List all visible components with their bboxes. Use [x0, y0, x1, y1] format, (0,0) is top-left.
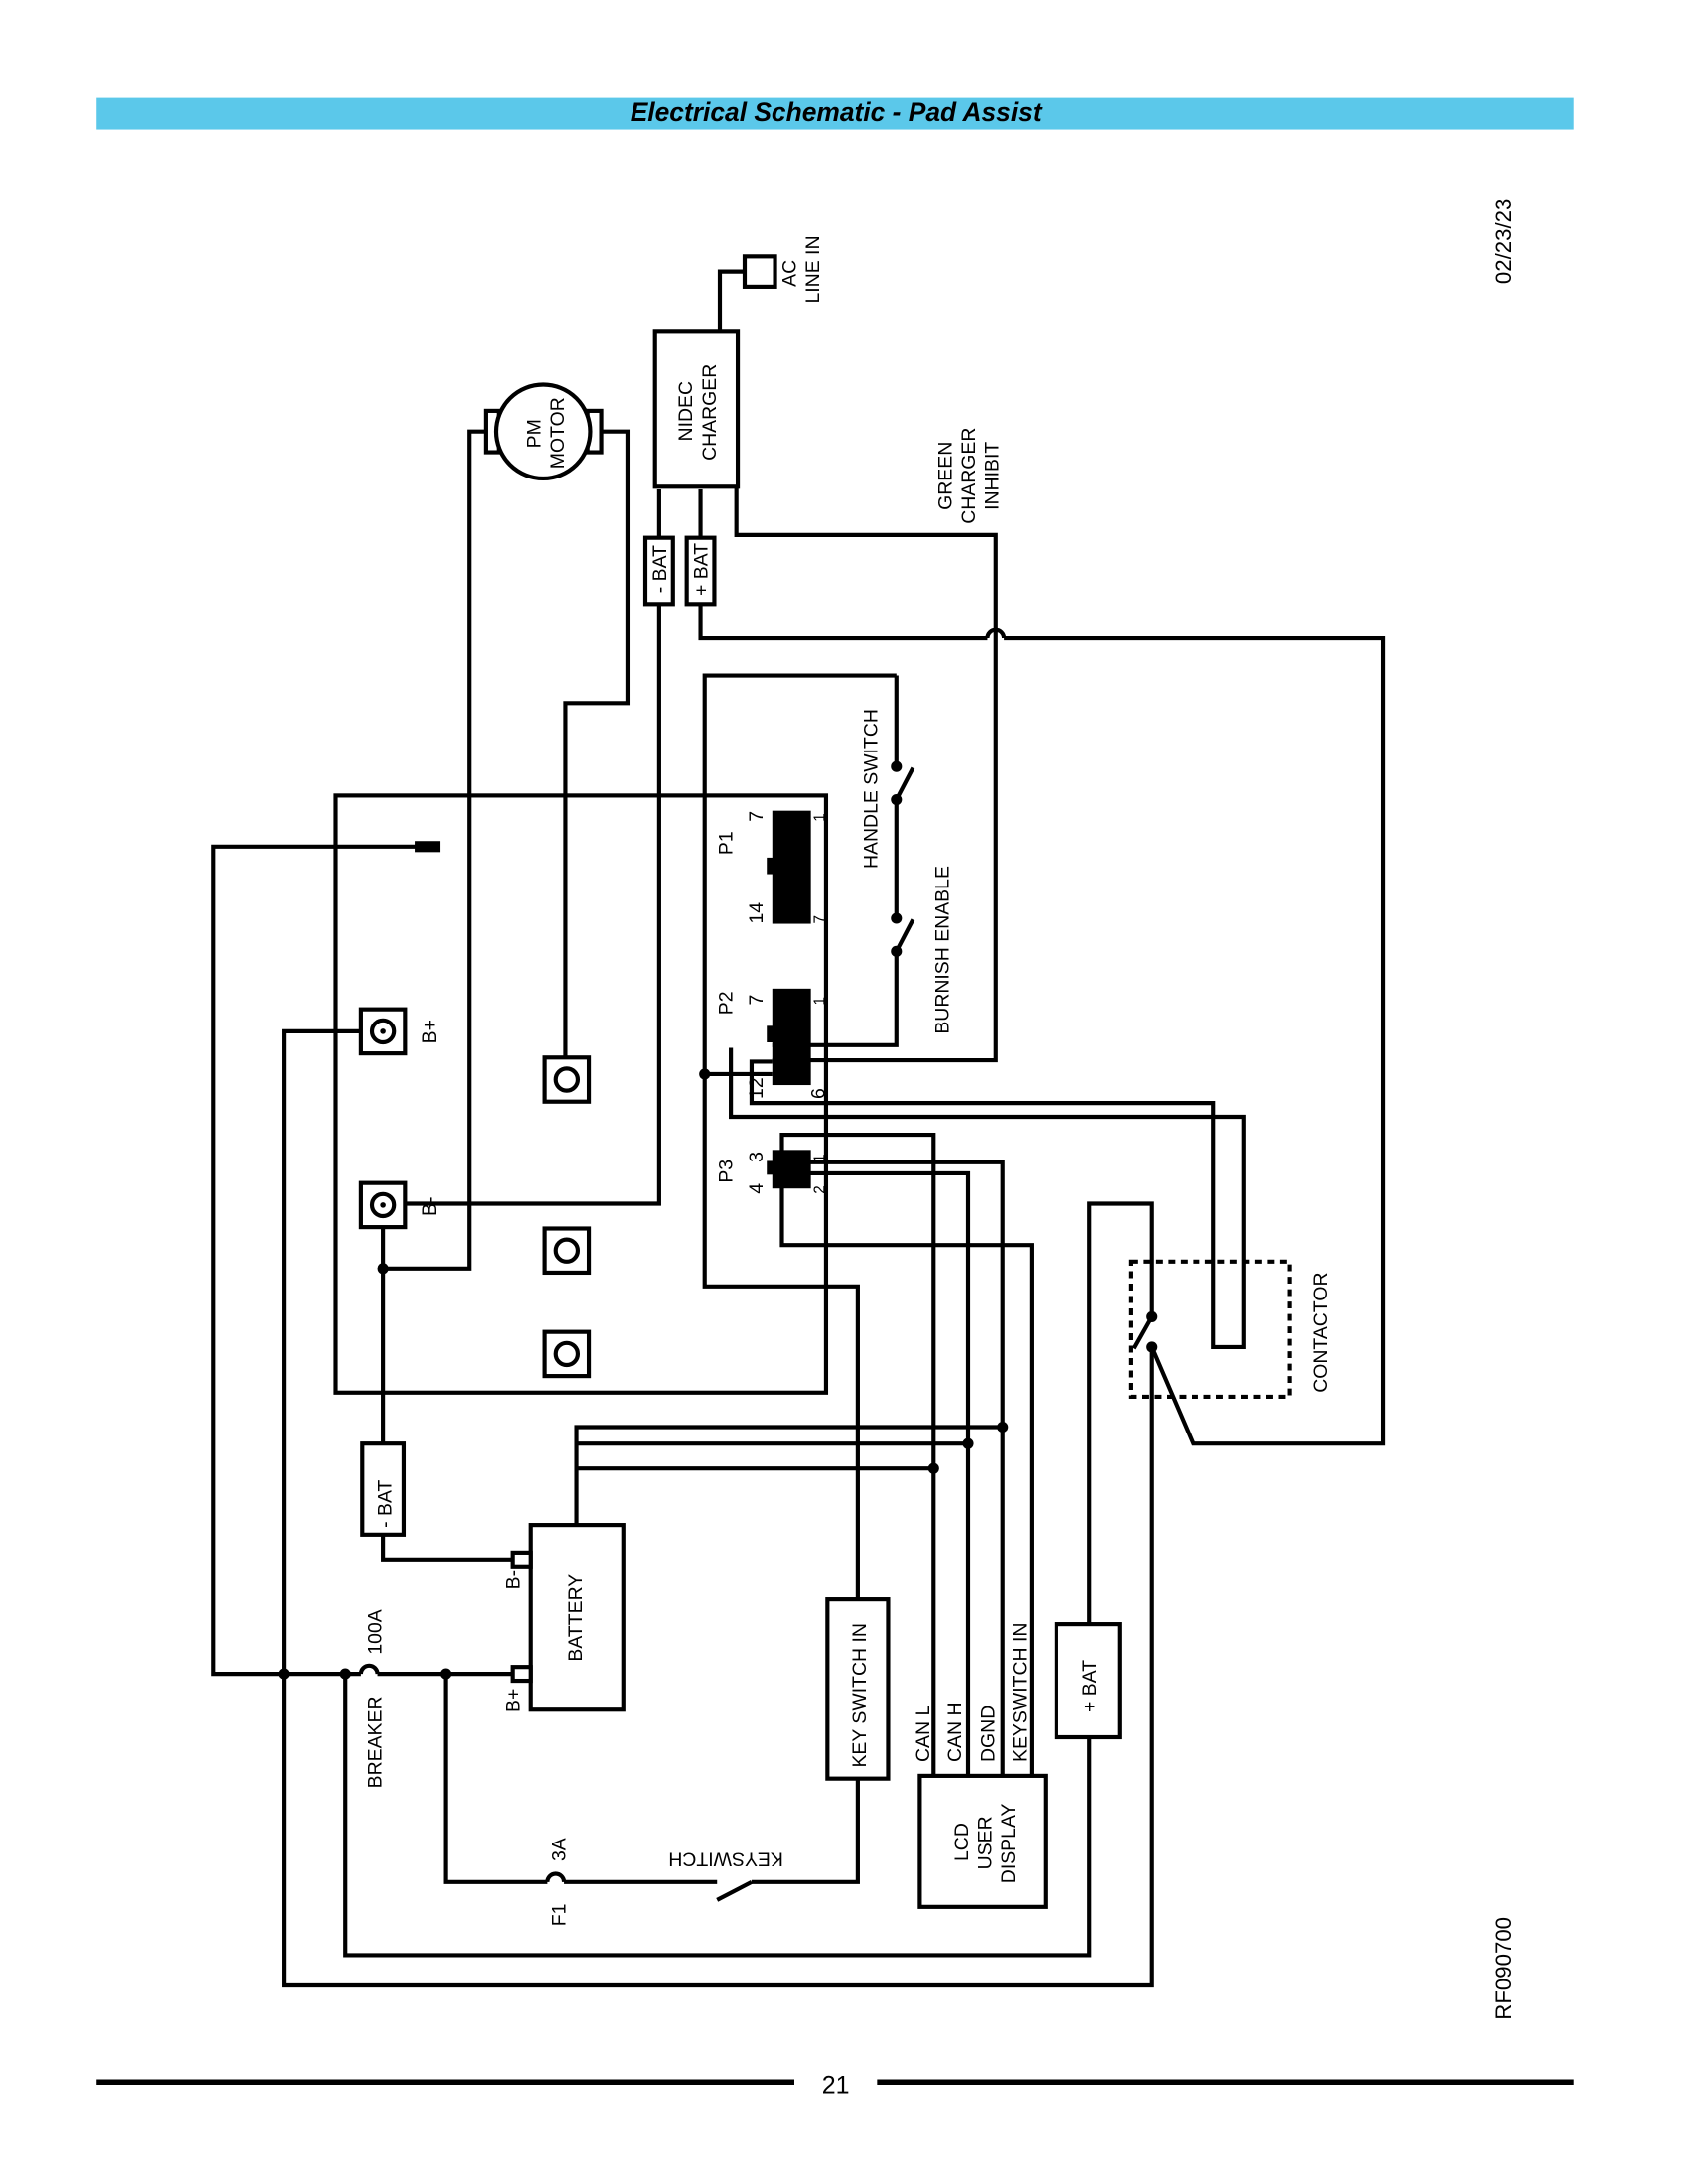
p3-pin-label: 3	[746, 1152, 768, 1162]
lcd-label-1: LCD	[951, 1823, 973, 1861]
p3-connector	[767, 1150, 811, 1189]
p1-pin-label: 7	[812, 915, 829, 924]
battery-pos-label: B+	[503, 1689, 525, 1712]
motor-terminal	[542, 1055, 592, 1104]
keyswitch-label: KEYSWITCH	[668, 1848, 783, 1870]
ac-label: AC	[778, 260, 800, 287]
page-number: 21	[822, 2071, 850, 2099]
keyswitch-in-label: KEYSWITCH IN	[1009, 1623, 1031, 1762]
handle-switch-label: HANDLE SWITCH	[860, 709, 882, 869]
contactor-label: CONTACTOR	[1310, 1272, 1332, 1392]
b-plus-terminal	[358, 1007, 408, 1056]
nidec-charger	[652, 329, 741, 489]
p1-pin-label: 14	[746, 902, 768, 924]
battery	[528, 1523, 626, 1712]
breaker-rating: 100A	[365, 1609, 387, 1654]
pos-bat-label: + BAT	[1079, 1660, 1101, 1712]
wires	[211, 269, 1386, 1988]
lcd-label-3: DISPLAY	[998, 1804, 1020, 1884]
can-h-label: CAN H	[944, 1703, 966, 1762]
page-title: Electrical Schematic - Pad Assist	[631, 97, 1043, 127]
p3-label: P3	[716, 1160, 738, 1183]
p2-connector	[767, 988, 811, 1086]
motor-label-1: PM	[523, 419, 545, 448]
fuse-rating: 3A	[548, 1838, 570, 1861]
header-bar	[96, 97, 1574, 130]
p3-pin-label: 4	[746, 1183, 768, 1194]
ac-plug	[742, 254, 777, 289]
charger-pos-bat-connector	[684, 535, 717, 607]
neg-bat-label: - BAT	[374, 1480, 396, 1528]
lcd-label-2: USER	[975, 1816, 997, 1869]
can-l-label: CAN L	[913, 1706, 934, 1762]
p2-pin-label: 12	[746, 1077, 768, 1099]
pm-motor: PM MOTOR	[483, 382, 604, 481]
charger-label-2: CHARGER	[699, 364, 721, 461]
inhibit-label-1: GREEN	[934, 442, 956, 510]
line-in-label: LINE IN	[802, 235, 824, 303]
battery-pos-post	[510, 1665, 533, 1684]
p2-pin-label: 7	[746, 995, 768, 1006]
fuse-label: F1	[548, 1904, 570, 1927]
terminal	[542, 1226, 592, 1276]
p1-label: P1	[716, 831, 738, 855]
p3-pin-label: 1	[812, 1154, 829, 1162]
lcd-user-display	[917, 1773, 1048, 1909]
p3-pin-label: 2	[812, 1185, 829, 1194]
inhibit-label-2: CHARGER	[958, 428, 980, 524]
battery-neg-label: B-	[503, 1570, 525, 1589]
neg-bat-connector	[360, 1441, 407, 1537]
b-plus-label: B+	[419, 1020, 441, 1043]
charger-neg-bat-label: - BAT	[649, 545, 671, 593]
date-label: 02/23/23	[1491, 199, 1516, 285]
terminal	[542, 1329, 592, 1379]
inhibit-label-3: INHIBIT	[982, 442, 1004, 510]
breaker-label: BREAKER	[365, 1696, 387, 1788]
doc-number: RF090700	[1491, 1917, 1516, 2020]
p2-pin-label: 6	[808, 1088, 830, 1099]
small-connector	[415, 841, 441, 853]
motor-label-2: MOTOR	[547, 397, 569, 469]
battery-neg-post	[510, 1550, 533, 1569]
pos-bat-connector	[1054, 1622, 1122, 1740]
p2-pin-label: 1	[812, 997, 829, 1006]
charger-pos-bat-label: + BAT	[691, 543, 713, 596]
battery-label: BATTERY	[565, 1574, 587, 1662]
p1-pin-label: 7	[746, 811, 768, 822]
contactor-box	[1128, 1259, 1292, 1400]
b-minus-terminal	[358, 1180, 408, 1230]
p1-connector	[767, 810, 811, 924]
dgnd-label: DGND	[977, 1706, 999, 1762]
junction-dots	[278, 760, 1158, 1680]
b-minus-label: B-	[419, 1197, 441, 1216]
p2-label: P2	[716, 991, 738, 1015]
charger-label-1: NIDEC	[675, 381, 697, 441]
charger-neg-bat-connector	[642, 535, 675, 607]
burnish-enable-label: BURNISH ENABLE	[932, 866, 954, 1034]
p1-pin-label: 1	[812, 813, 829, 822]
key-switch-in-label: KEY SWITCH IN	[849, 1623, 871, 1767]
key-switch-in-box	[825, 1597, 891, 1781]
